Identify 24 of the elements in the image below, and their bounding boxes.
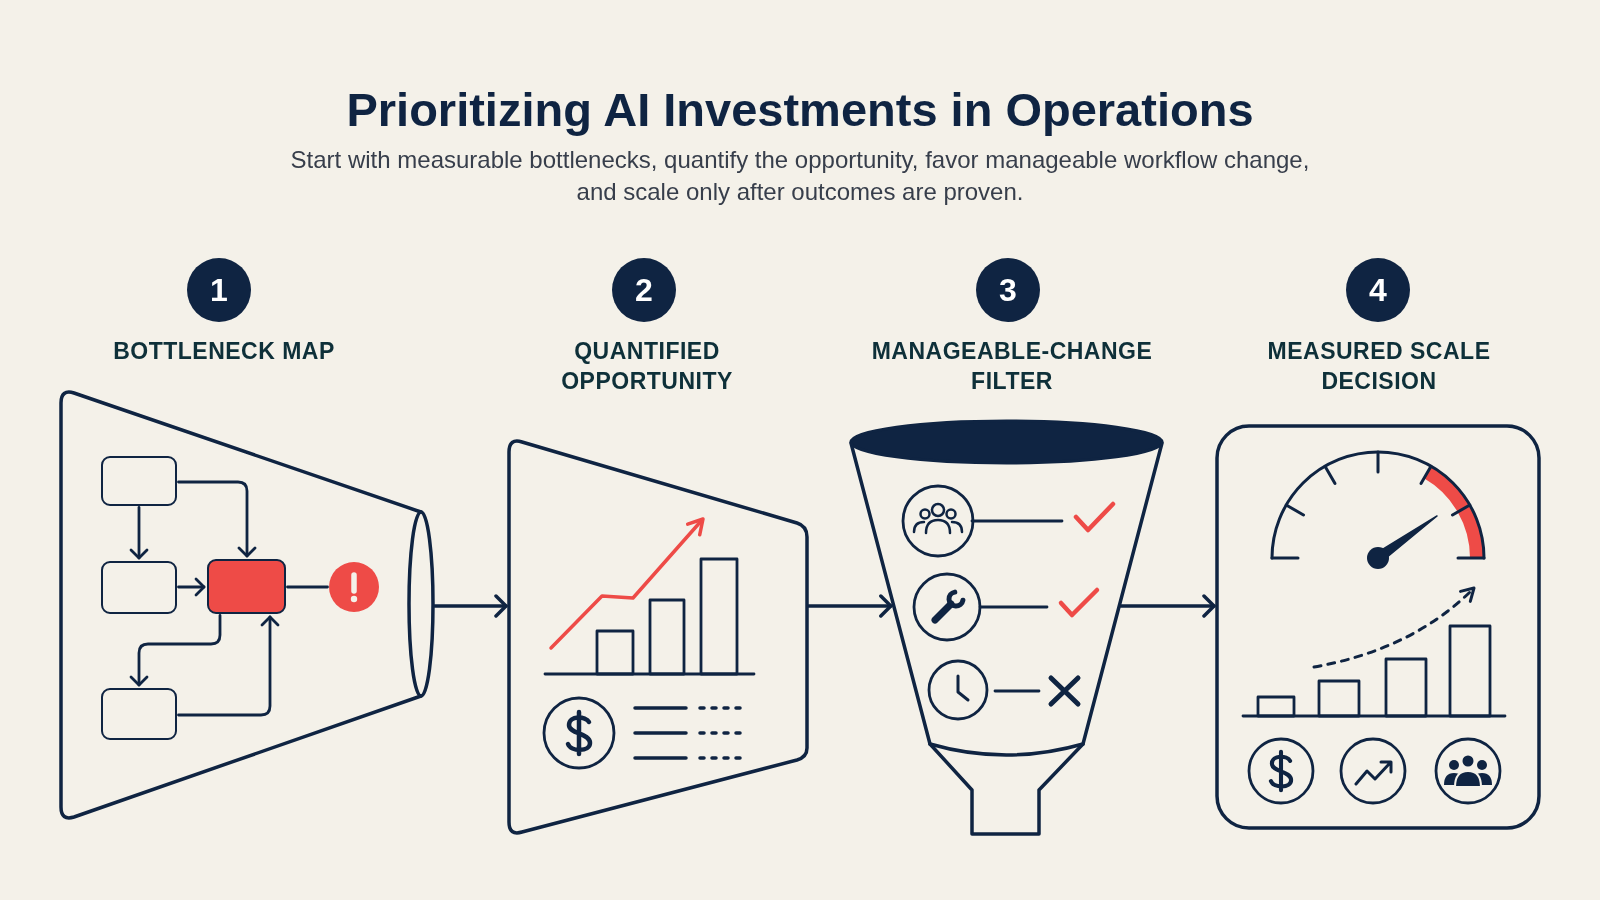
arrow xyxy=(806,594,893,618)
connector-line xyxy=(286,585,329,589)
step-heading: MEASURED SCALE DECISION xyxy=(1267,337,1491,396)
process-box xyxy=(101,456,177,506)
process-box xyxy=(101,561,177,614)
arrow xyxy=(432,594,508,618)
warning-icon xyxy=(329,562,379,612)
step-number-circle: 3 xyxy=(976,258,1040,322)
step-heading: BOTTLENECK MAP xyxy=(112,337,336,366)
arrow xyxy=(177,480,257,558)
highlighted-process-box xyxy=(207,559,286,614)
step-number-circle: 2 xyxy=(612,258,676,322)
arrow xyxy=(177,577,206,597)
arrow xyxy=(129,506,149,560)
arrow xyxy=(129,614,222,687)
title: Prioritizing AI Investments in Operations xyxy=(345,82,1255,138)
step-number-circle: 1 xyxy=(187,258,251,322)
arrow xyxy=(1118,594,1216,618)
subtitle: Start with measurable bottlenecks, quantify the opportunity, favor manageable workflow change, and scale only after outcomes are proven. xyxy=(290,145,1310,207)
step-number-circle: 4 xyxy=(1346,258,1410,322)
step-heading: QUANTIFIED OPPORTUNITY xyxy=(560,337,734,396)
process-box xyxy=(101,688,177,740)
arrow xyxy=(177,615,280,717)
step-heading: MANAGEABLE-CHANGE FILTER xyxy=(871,337,1153,396)
